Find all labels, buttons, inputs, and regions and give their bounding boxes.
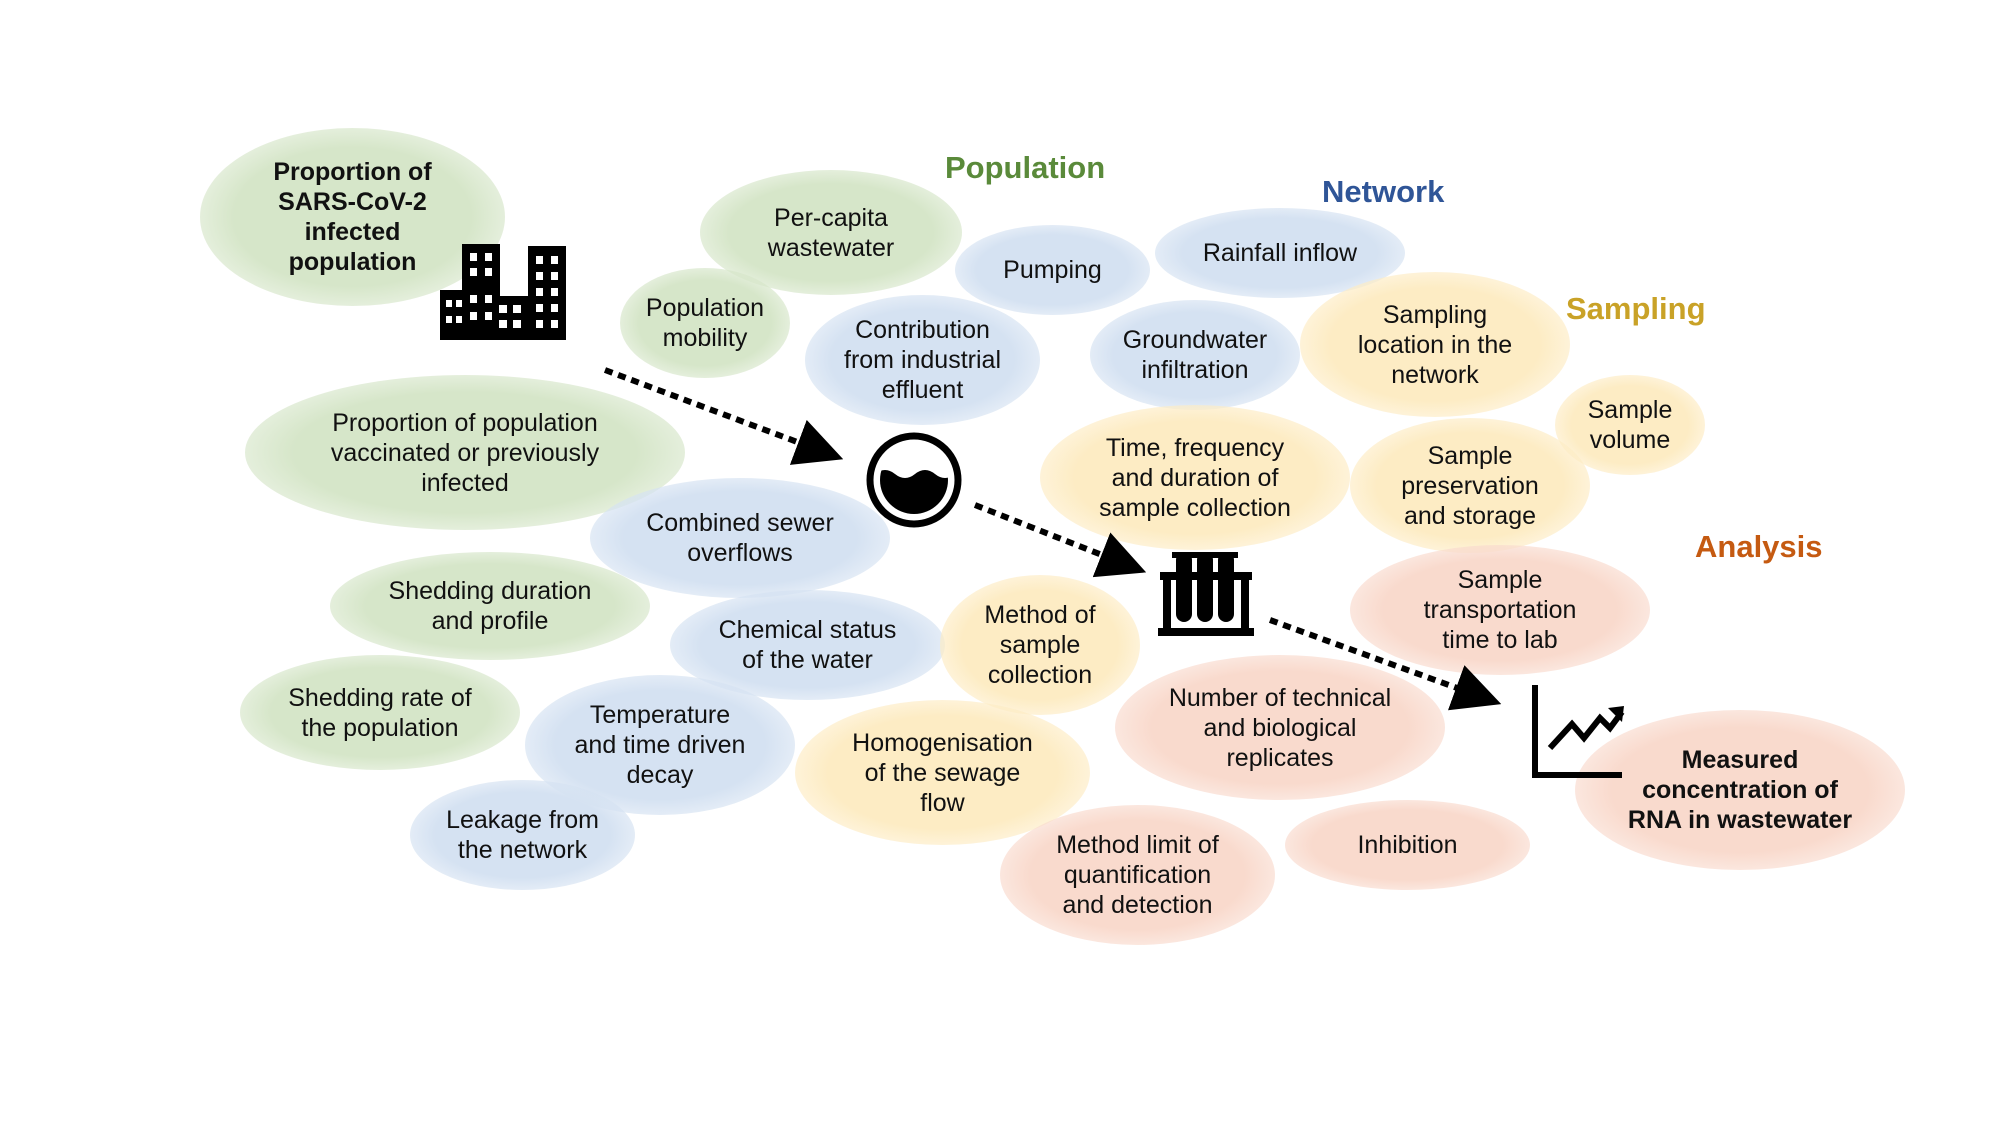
factor-combined-sewer-overflows: Combined sewer overflows <box>590 478 890 598</box>
arrow-network-to-sampling <box>973 502 1147 578</box>
category-analysis: Analysis <box>1695 529 1823 564</box>
factor-sample-transportation: Sample transportation time to lab <box>1350 545 1650 675</box>
category-population: Population <box>945 150 1106 185</box>
factor-infected-population: Proportion of SARS-CoV-2 infected popula… <box>200 128 505 306</box>
factor-measured-rna: Measured concentration of RNA in wastewa… <box>1575 710 1905 870</box>
city-buildings-icon <box>440 244 566 340</box>
category-network: Network <box>1322 174 1445 209</box>
factor-pumping: Pumping <box>955 225 1150 315</box>
factor-method-limit: Method limit of quantification and detec… <box>1000 805 1275 945</box>
line-chart-icon <box>1532 685 1625 778</box>
factor-replicates: Number of technical and biological repli… <box>1115 655 1445 800</box>
factor-method-of-collection: Method of sample collection <box>940 575 1140 715</box>
factor-leakage: Leakage from the network <box>410 780 635 890</box>
factor-industrial-effluent: Contribution from industrial effluent <box>805 295 1040 425</box>
test-tubes-icon <box>1158 552 1254 636</box>
category-sampling: Sampling <box>1566 291 1706 326</box>
factor-shedding-duration: Shedding duration and profile <box>330 552 650 660</box>
factor-homogenisation: Homogenisation of the sewage flow <box>795 700 1090 845</box>
water-pipe-icon <box>866 432 962 528</box>
factor-groundwater-infiltration: Groundwater infiltration <box>1090 300 1300 410</box>
factor-vaccinated: Proportion of population vaccinated or p… <box>245 375 685 530</box>
factor-time-frequency-duration: Time, frequency and duration of sample c… <box>1040 405 1350 550</box>
factor-sampling-location: Sampling location in the network <box>1300 272 1570 417</box>
factor-shedding-rate: Shedding rate of the population <box>240 655 520 770</box>
factor-inhibition: Inhibition <box>1285 800 1530 890</box>
arrow-population-to-network <box>603 367 844 465</box>
arrow-sampling-to-analysis <box>1268 617 1502 711</box>
factor-sample-preservation: Sample preservation and storage <box>1350 418 1590 553</box>
factor-population-mobility: Population mobility <box>620 268 790 378</box>
